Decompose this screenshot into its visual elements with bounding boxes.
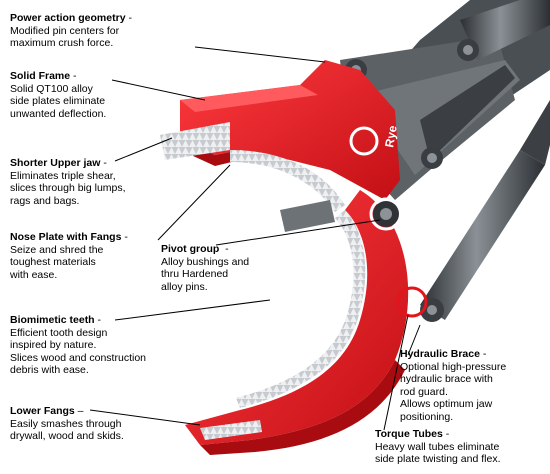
leader-lower-fangs <box>89 409 201 426</box>
callout-title: Hydraulic Brace <box>400 348 480 360</box>
torque-tube <box>280 200 335 232</box>
callout-title: Lower Fangs <box>10 405 75 417</box>
leader-nose-plate <box>157 164 231 241</box>
leader-torque <box>383 314 409 431</box>
lower-jaw <box>185 190 409 455</box>
brand-logo: Rye <box>382 124 400 148</box>
callout-hydraulic-brace: Hydraulic Brace - Optional high-pressure… <box>400 348 507 423</box>
callout-lower-fangs: Lower Fangs – Easily smashes through dry… <box>10 405 124 443</box>
callout-desc: Heavy wall tubes eliminate side plate tw… <box>375 440 501 466</box>
callout-desc: Optional high-pressure hydraulic brace w… <box>400 360 507 423</box>
callout-desc: Easily smashes through drywall, wood and… <box>10 417 124 443</box>
callout-title: Torque Tubes <box>375 428 443 440</box>
leader-solid-frame <box>111 79 206 101</box>
callout-nose-plate-with-fangs: Nose Plate with Fangs - Seize and shred … <box>10 231 128 281</box>
leader-lines <box>89 46 421 431</box>
callout-desc: Seize and shred the toughest materials w… <box>10 243 104 281</box>
callout-power-action-geometry: Power action geometry - Modified pin cen… <box>10 12 132 50</box>
callout-title: Biomimetic teeth <box>10 314 95 326</box>
brace-highlight-ring <box>396 286 428 318</box>
leader-teeth <box>114 299 271 321</box>
callout-title: Shorter Upper jaw <box>10 157 101 169</box>
callout-desc: Solid QT100 alloy side plates eliminate … <box>10 82 107 120</box>
lower-teeth-row <box>200 210 366 440</box>
hydraulic-cylinder-upper <box>460 0 550 60</box>
callout-desc: Modified pin centers for maximum crush f… <box>10 24 120 50</box>
callout-torque-tubes: Torque Tubes - Heavy wall tubes eliminat… <box>375 428 501 466</box>
leader-pivot <box>215 219 381 246</box>
pivot-pin <box>373 201 399 227</box>
callout-desc: Alloy bushings and thru Hardened alloy p… <box>161 255 250 293</box>
callout-title: Power action geometry <box>10 12 126 24</box>
upper-teeth-row <box>230 150 345 212</box>
callout-title: Pivot group <box>161 243 220 255</box>
leader-upper-jaw <box>114 137 173 162</box>
leader-brace <box>407 324 421 356</box>
callout-solid-frame: Solid Frame - Solid QT100 alloy side pla… <box>10 70 107 120</box>
pin-mid <box>421 147 443 169</box>
nose-plate-fangs <box>160 122 230 160</box>
callout-title: Nose Plate with Fangs <box>10 231 122 243</box>
callout-shorter-upper-jaw: Shorter Upper jaw - Eliminates triple sh… <box>10 157 126 207</box>
leader-power-action <box>194 46 326 63</box>
callout-title: Solid Frame <box>10 70 71 82</box>
callout-desc: Eliminates triple shear, slices through … <box>10 169 126 207</box>
pivot-highlight-ring <box>369 197 403 231</box>
callout-pivot-group: Pivot group - Alloy bushings and thru Ha… <box>161 243 250 293</box>
callout-biomimetic-teeth: Biomimetic teeth - Efficient tooth desig… <box>10 314 146 377</box>
callout-desc: Efficient tooth design inspired by natur… <box>10 326 146 377</box>
solid-frame-highlight-ring <box>349 126 379 156</box>
pin-top-right <box>457 39 479 61</box>
